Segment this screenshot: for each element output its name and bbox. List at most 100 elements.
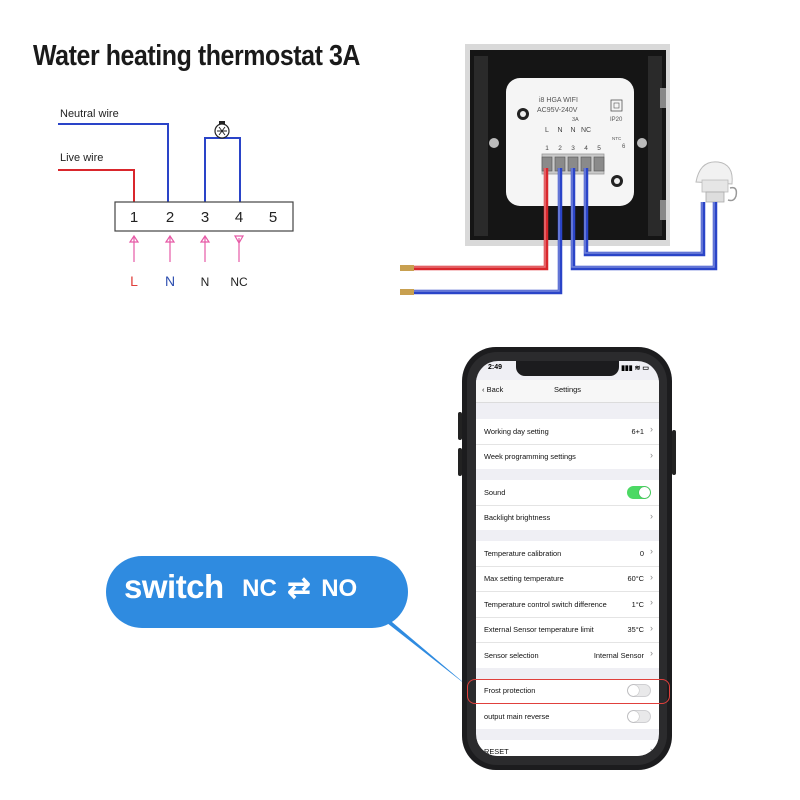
device-current-label: 3A [572,117,579,123]
device-terminal-number: 5 [597,145,601,152]
device-model-label: i8 HGA WIFI [539,97,578,104]
settings-row-output-main-reverse[interactable]: output main reverse [476,704,659,729]
chevron-right-icon: › [650,449,653,460]
terminal-number: 5 [269,209,277,226]
chevron-right-icon: › [650,510,653,521]
status-bar: 2:49 ▮▮▮ ≋ ▭ [476,361,659,380]
sensor-cable-2 [583,168,706,257]
terminal-arrow-icon [199,234,211,262]
settings-group: RESET › [476,739,659,757]
device-terminal-number: 3 [571,145,575,152]
device-terminal-6-label: 6 [622,144,626,150]
nav-title: Settings [553,385,582,394]
terminal-label: N [201,275,210,289]
neutral-cable-tip [400,289,414,295]
device-ntc-label: NTC [612,136,622,141]
device-terminal-number: 1 [545,145,549,152]
settings-row-label: Frost protection [484,686,536,696]
chevron-right-icon: › [650,597,653,607]
settings-row-sound[interactable]: Sound [476,480,659,506]
terminal-arrow-icon [233,235,245,262]
output-main-reverse-toggle[interactable] [627,709,651,723]
device-terminal-letter: N [557,127,562,134]
settings-row-label: Temperature control switch difference [484,599,607,609]
neutral-wire [58,123,169,202]
sensor-cable-1 [570,168,718,271]
live-cable-tip [400,265,414,271]
settings-row-week-programming-settings[interactable]: Week programming settings › [476,445,659,470]
frost-protection-toggle[interactable] [627,684,651,698]
chevron-right-icon: › [650,648,653,658]
settings-row-label: Week programming settings [484,452,576,462]
device-voltage-label: AC95V-240V [537,107,578,114]
device-ip-rating: IP20 [610,117,623,123]
volume-up-button [458,412,462,440]
settings-row-temperature-calibration[interactable]: Temperature calibration 0 › [476,541,659,567]
settings-row-label: Sensor selection [484,650,539,660]
settings-row-label: External Sensor temperature limit [484,625,594,635]
settings-row-value: Internal Sensor [593,650,644,660]
callout-pointer [368,608,470,688]
status-time: 2:49 [488,364,503,371]
callout-bubble [106,556,408,628]
settings-row-value: 35°C [627,625,644,635]
chevron-right-icon: › [650,571,653,582]
neutral-cable [406,168,563,295]
chevron-right-icon: › [650,744,653,755]
nav-bar: ‹ Back Settings [476,380,659,403]
settings-row-value: 1°C [631,599,644,609]
terminal-number: 4 [235,209,243,226]
callout-from: NC [242,575,277,602]
swap-arrows-icon: ⇄ [287,572,311,603]
back-button[interactable]: ‹ Back [482,385,504,394]
settings-row-value: 6+1 [631,426,644,436]
settings-row-sensor-selection[interactable]: Sensor selection Internal Sensor › [476,643,659,668]
terminal-screw [593,156,605,172]
sound-toggle[interactable] [627,485,651,499]
settings-row-max-setting-temperature[interactable]: Max setting temperature 60°C › [476,567,659,592]
terminal-number: 3 [201,209,209,226]
live-cable [406,168,549,271]
power-button [672,430,676,475]
settings-row-label: RESET [484,747,509,756]
live-wire-label: Live wire [60,152,103,164]
terminal-label: NC [230,275,248,289]
settings-row-external-sensor-temperature-limit[interactable]: External Sensor temperature limit 35°C › [476,618,659,643]
settings-row-label: Max setting temperature [484,574,564,584]
chevron-right-icon: › [650,424,653,434]
settings-row-label: Sound [484,487,506,497]
device-terminal-letter: NC [581,127,591,134]
settings-row-value: 0 [639,548,644,558]
settings-row-label: Temperature calibration [484,548,562,558]
page-title: Water heating thermostat 3A [33,40,360,72]
notch [516,361,619,376]
callout-word: switch [124,568,224,605]
settings-row-backlight-brightness[interactable]: Backlight brightness › [476,506,659,531]
terminal-block [114,201,294,232]
terminal-number: 2 [166,209,174,226]
valve-icon [214,121,230,139]
valve-loop-wire [204,137,241,202]
settings-row-value: 60°C [627,574,644,584]
callout-to: NO [321,575,358,602]
settings-row-label: Backlight brightness [484,513,551,523]
settings-row-reset[interactable]: RESET › [476,740,659,757]
settings-row-label: Working day setting [484,426,549,436]
terminal-arrow-icon [164,234,176,262]
output-reverse-highlight [467,679,670,704]
sensor-icon [695,161,738,203]
chevron-right-icon: › [650,546,653,556]
settings-row-temperature-control-switch-difference[interactable]: Temperature control switch difference 1°C… [476,592,659,618]
settings-row-working-day-setting[interactable]: Working day setting 6+1 › [476,419,659,445]
neutral-wire-label: Neutral wire [60,108,119,120]
device-terminal-number: 2 [558,145,562,152]
chevron-right-icon: › [650,622,653,633]
terminal-number: 1 [130,209,138,226]
terminal-label: L [130,273,138,289]
device-terminal-letter: N [570,127,575,134]
